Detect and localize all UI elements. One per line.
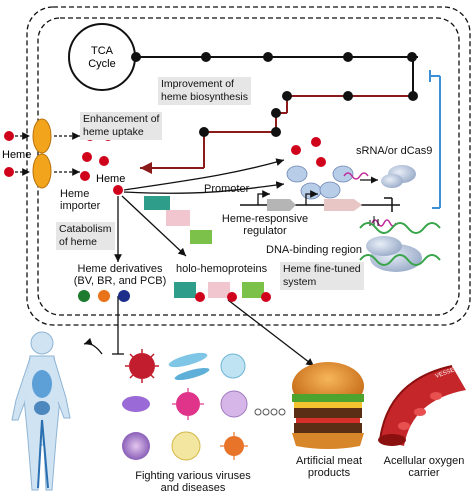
improvement-label: Improvement of heme biosynthesis [158,77,251,105]
cell-outer-membrane [26,6,471,326]
holo-hemoproteins [174,282,271,302]
tca-label-2: Cycle [88,58,116,70]
viruses-line-1: Fighting various viruses [135,470,251,482]
uptake-arrows [15,132,80,176]
meat-line-1: Artificial meat [295,455,363,467]
regulator-proteins [286,165,354,200]
enhancement-line-1: Enhancement of [83,113,160,125]
holo-label: holo-hemoproteins [176,263,268,275]
feedback-repression-line [429,70,441,209]
heme-inside-label: Heme [96,173,125,185]
finetuned-line-2: system [283,276,317,288]
finetuned-line-1: Heme fine-tuned [283,263,361,275]
enhancement-line-2: heme uptake [83,126,144,138]
importer-label: Heme importer [60,188,100,212]
tca-cycle-circle [68,23,136,91]
link-circles [254,408,286,416]
finetuned-label: Heme fine-tuned system [280,262,364,290]
regulator-label: Heme-responsive regulator [220,213,310,237]
oxygen-label: Acellular oxygen carrier [374,455,474,479]
viruses-label: Fighting various viruses and diseases [118,470,268,494]
improvement-line-1: Improvement of [161,78,234,90]
meat-line-2: products [307,467,351,479]
catabolism-line-2: of heme [59,236,97,248]
dna-binding-label: DNA-binding region [266,244,362,256]
human-body-illustration [11,331,71,491]
catabolism-line-1: Catabolism [59,223,112,235]
heme-importer-top [32,118,52,154]
apo-proteins [144,196,212,244]
enhancement-label: Enhancement of heme uptake [80,112,163,140]
derivatives-line-1: Heme derivatives [77,263,163,275]
meat-label: Artificial meat products [284,455,374,479]
catabolism-label: Catabolism of heme [56,222,115,250]
pathway-nodes [199,52,418,137]
promoter-label: Promoter [204,183,250,195]
heme-molecules-outside [4,131,14,177]
derivatives-line-2: (BV, BR, and PCB) [73,275,167,287]
srna-label: sRNA/or dCas9 [356,145,433,157]
dna-construct [240,190,400,212]
heme-outside-label: Heme [2,149,31,161]
heme-derivatives-dots [78,290,130,302]
oxygen-line-2: carrier [408,467,440,479]
regulator-line-1: Heme-responsive [221,213,309,225]
heme-flow-arrows [83,158,315,367]
srna-dcas9 [343,165,441,272]
viruses-line-2: and diseases [160,482,226,494]
importer-line-2: importer [60,200,101,212]
viruses-illustration [122,349,248,461]
improvement-line-2: heme biosynthesis [161,91,248,103]
vessel-illustration: VESSEL [378,365,466,446]
oxygen-line-1: Acellular oxygen [383,455,465,467]
derivatives-label: Heme derivatives (BV, BR, and PCB) [70,263,170,287]
regulator-line-2: regulator [243,225,287,237]
heme-importer-bottom [32,153,52,189]
importer-line-1: Heme [60,188,90,200]
heme-biosynthesis-pathway [136,56,418,174]
burger-illustration [292,362,364,449]
tca-label-1: TCA [91,45,114,57]
